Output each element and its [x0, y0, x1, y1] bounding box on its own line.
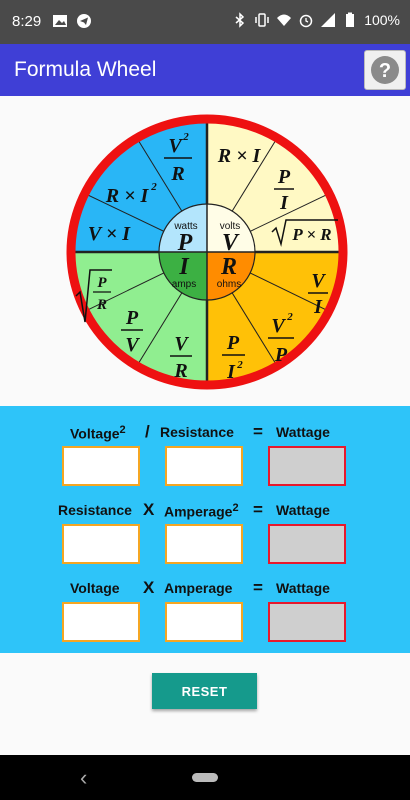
svg-text:I: I: [178, 254, 190, 280]
formula-v2-over-r: V 2 R: [164, 131, 192, 185]
resistance-input[interactable]: [165, 446, 243, 486]
voltage-input[interactable]: [62, 602, 140, 642]
wheel-area: V 2 R R × I 2 V × I R × I P I P × R P R: [0, 96, 410, 406]
signal-icon: [321, 13, 336, 27]
formula-sqrt-p-times-r: P × R: [271, 219, 338, 247]
svg-text:V: V: [174, 333, 189, 355]
battery-icon: [346, 12, 355, 27]
svg-text:I: I: [313, 296, 323, 318]
svg-text:P: P: [125, 307, 139, 329]
amperage-squared-input[interactable]: [165, 524, 243, 564]
center-ohms: [207, 252, 255, 300]
row3-left-label: Voltage: [70, 580, 120, 596]
formula-p-over-v: P V: [121, 307, 143, 356]
row3-operator: X: [143, 578, 155, 597]
wattage-result-3: [268, 602, 346, 642]
row1-left-label: Voltage2: [70, 424, 126, 442]
navigation-bar: ‹: [0, 755, 410, 800]
svg-text:ohms: ohms: [217, 279, 241, 290]
formula-wheel[interactable]: V 2 R R × I 2 V × I R × I P I P × R P R: [62, 110, 352, 394]
help-button[interactable]: ?: [364, 50, 406, 90]
vibrate-icon: [255, 13, 269, 27]
amperage-input[interactable]: [165, 602, 243, 642]
svg-text:I: I: [226, 361, 236, 383]
formula-r-times-i: R × I: [217, 145, 262, 167]
back-icon[interactable]: ‹: [80, 765, 88, 790]
svg-text:2: 2: [182, 131, 189, 143]
reset-area: RESET: [0, 653, 410, 755]
status-time: 8:29: [12, 13, 42, 30]
resistance-input-2[interactable]: [62, 524, 140, 564]
row1-right-label: Resistance: [160, 424, 234, 440]
row2-right-label: Amperage2: [164, 502, 239, 520]
svg-text:V: V: [271, 315, 286, 337]
wifi-icon: [277, 14, 292, 26]
svg-text:R × I: R × I: [105, 185, 150, 207]
alarm-icon: [299, 14, 313, 28]
telegram-icon: [77, 14, 91, 28]
formula-sqrt-p-over-r: P R: [75, 269, 112, 323]
wheel-rim: [66, 114, 348, 390]
svg-text:volts: volts: [220, 221, 241, 232]
battery-level: 100%: [364, 12, 400, 28]
svg-text:P × R: P × R: [291, 225, 331, 244]
status-bar: 8:29 100%: [0, 0, 410, 44]
svg-text:V: V: [311, 270, 326, 292]
wattage-result-2: [268, 524, 346, 564]
row3-result-label: Wattage: [276, 580, 330, 596]
svg-text:P: P: [274, 344, 288, 366]
svg-text:R: R: [220, 254, 237, 280]
row3-right-label: Amperage: [164, 580, 233, 596]
svg-text:?: ?: [379, 60, 391, 82]
row1-operator: /: [145, 422, 150, 441]
row1-result-label: Wattage: [276, 424, 330, 440]
svg-text:2: 2: [150, 181, 157, 193]
svg-text:P: P: [226, 332, 240, 354]
svg-text:V: V: [222, 230, 240, 256]
reset-button[interactable]: RESET: [152, 673, 257, 709]
image-icon: [53, 15, 67, 27]
svg-text:R: R: [96, 297, 107, 313]
svg-text:P: P: [277, 166, 291, 188]
row3-equals: =: [253, 578, 263, 597]
bluetooth-icon: [235, 12, 245, 28]
svg-text:2: 2: [236, 359, 243, 371]
formula-p-over-i2: P I 2: [222, 332, 245, 383]
row1-equals: =: [253, 422, 263, 441]
formula-v-over-i: V I: [308, 270, 328, 318]
voltage-squared-input[interactable]: [62, 446, 140, 486]
svg-text:V: V: [168, 135, 183, 157]
row2-left-label: Resistance: [58, 502, 132, 518]
row2-equals: =: [253, 500, 263, 519]
svg-text:watts: watts: [173, 221, 197, 232]
center-amps: [159, 252, 207, 300]
svg-text:R: R: [173, 360, 187, 382]
svg-text:R: R: [170, 163, 184, 185]
wattage-result-1: [268, 446, 346, 486]
app-bar: Formula Wheel ?: [0, 44, 410, 96]
formula-r-times-i2: R × I 2: [105, 181, 158, 207]
center-volts: [207, 204, 255, 252]
question-icon: ?: [371, 56, 399, 84]
center-watts: [159, 204, 207, 252]
calculator-panel: Voltage2 / Resistance = Wattage Resistan…: [0, 406, 410, 653]
svg-text:I: I: [279, 192, 289, 214]
wheel-center: watts P volts V I amps R ohms: [158, 203, 256, 301]
formula-p-over-i: P I: [274, 166, 294, 214]
formula-v-over-r: V R: [170, 333, 192, 382]
home-pill-icon[interactable]: [192, 773, 218, 782]
svg-text:P: P: [177, 230, 193, 256]
svg-text:P: P: [97, 275, 107, 291]
svg-text:amps: amps: [172, 279, 196, 290]
svg-text:V: V: [125, 334, 140, 356]
formula-v-times-i: V × I: [88, 223, 131, 245]
app-title: Formula Wheel: [14, 58, 157, 81]
formula-v2-over-p: V 2 P: [268, 311, 294, 366]
row2-operator: X: [143, 500, 155, 519]
row2-result-label: Wattage: [276, 502, 330, 518]
svg-text:2: 2: [286, 311, 293, 323]
